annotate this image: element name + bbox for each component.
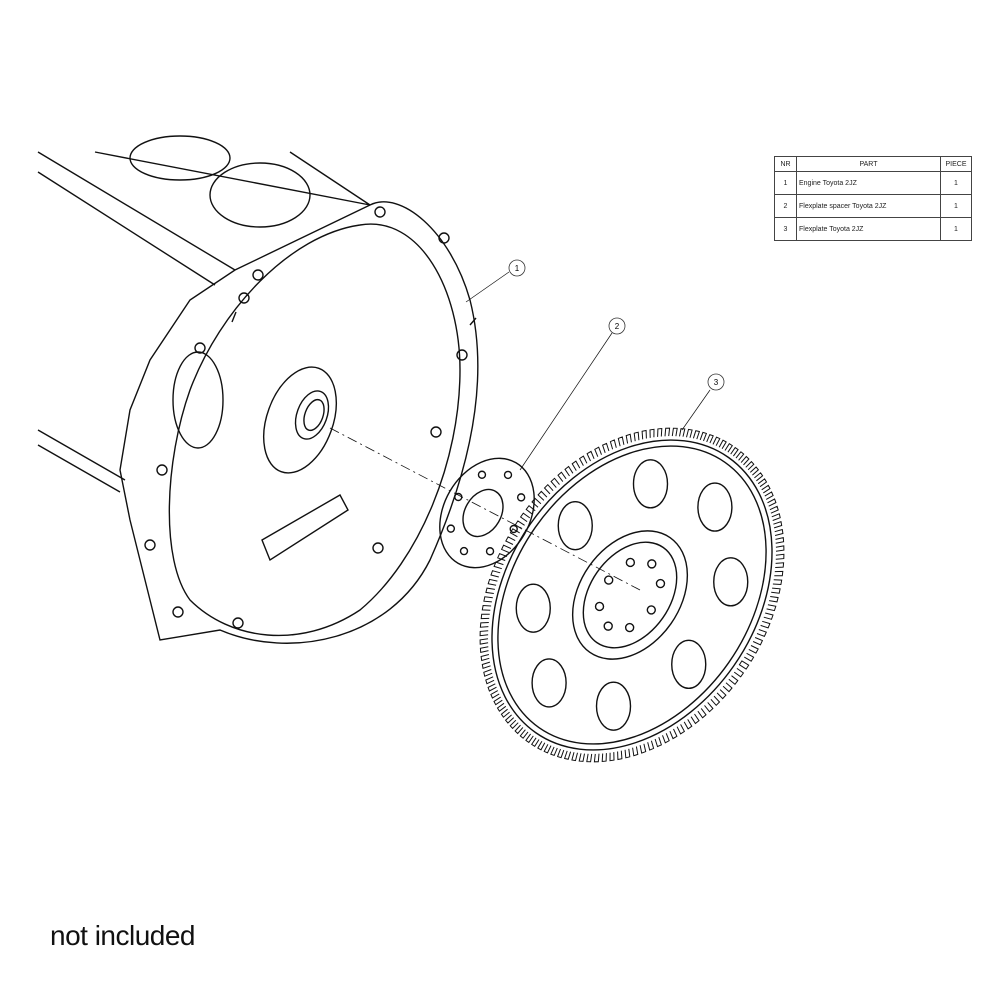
bolt-hole xyxy=(446,524,456,533)
bolt-hole xyxy=(625,557,636,568)
cell-part: Engine Toyota 2JZ xyxy=(796,171,941,195)
callout-balloons xyxy=(465,271,711,471)
cell-nr: 1 xyxy=(774,171,797,195)
bolt-hole xyxy=(604,575,614,585)
cell-piece: 1 xyxy=(940,171,972,195)
lightening-hole xyxy=(713,557,749,607)
not-included-note: not included xyxy=(50,920,196,951)
table-header-row: NR PART PIECE xyxy=(774,156,972,172)
header-piece: PIECE xyxy=(940,156,972,172)
header-nr: NR xyxy=(774,156,797,172)
lightening-hole xyxy=(515,583,551,633)
bolt-hole xyxy=(603,621,613,631)
lightening-hole xyxy=(557,500,593,551)
bolt-hole xyxy=(485,547,495,556)
cell-piece: 1 xyxy=(940,194,972,218)
lightening-hole xyxy=(697,482,733,532)
bolt-hole xyxy=(477,470,487,479)
lightening-hole xyxy=(632,459,669,509)
cell-nr: 2 xyxy=(774,194,797,218)
table-row: 1 Engine Toyota 2JZ 1 xyxy=(774,171,972,195)
bolt-hole xyxy=(646,605,656,615)
ring-gear-teeth xyxy=(479,427,785,763)
lightening-hole xyxy=(595,681,632,731)
bolt-holes xyxy=(144,206,468,629)
bolt-hole xyxy=(655,578,666,589)
table-row: 3 Flexplate Toyota 2JZ 1 xyxy=(774,217,972,241)
header-part: PART xyxy=(796,156,941,172)
bolt-hole xyxy=(594,601,605,612)
lightening-hole xyxy=(671,639,707,690)
bolt-hole xyxy=(647,559,657,569)
bolt-hole xyxy=(503,470,513,480)
parts-list-table: NR PART PIECE 1 Engine Toyota 2JZ 1 2 Fl… xyxy=(774,156,972,241)
bolt-hole xyxy=(459,546,469,556)
engine-block xyxy=(37,135,479,644)
cell-nr: 3 xyxy=(774,217,797,241)
flexplate xyxy=(479,427,785,763)
cell-part: Flexplate Toyota 2JZ xyxy=(796,217,941,241)
table-row: 2 Flexplate spacer Toyota 2JZ 1 xyxy=(774,194,972,218)
bolt-hole xyxy=(509,524,518,534)
bolt-hole xyxy=(624,622,635,633)
cell-part: Flexplate spacer Toyota 2JZ xyxy=(796,194,941,218)
cell-piece: 1 xyxy=(940,217,972,241)
flexplate-spacer xyxy=(439,457,535,569)
bolt-hole xyxy=(516,493,526,502)
lightening-hole xyxy=(531,658,567,708)
bolt-hole xyxy=(454,492,463,502)
